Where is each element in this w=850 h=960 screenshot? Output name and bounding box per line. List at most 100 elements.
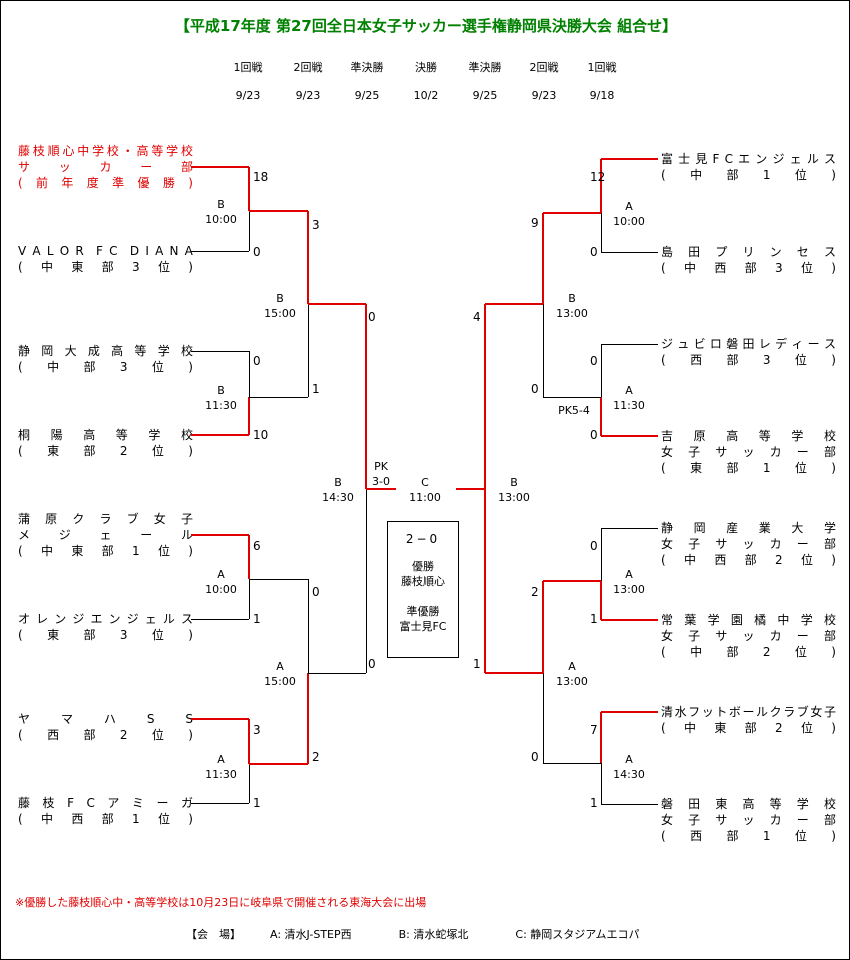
bracket-line bbox=[191, 534, 249, 536]
match-venue: A bbox=[276, 660, 284, 673]
bracket-line bbox=[542, 213, 544, 304]
match-time: 13:00 bbox=[613, 583, 645, 596]
bracket-line bbox=[191, 718, 249, 720]
match-venue: C bbox=[421, 476, 429, 489]
score-left-r3: 0 bbox=[368, 657, 376, 671]
bracket-line bbox=[601, 804, 658, 805]
round-name-1: 2回戦 bbox=[293, 61, 323, 74]
team-line: 蒲原クラブ女子 bbox=[18, 512, 193, 526]
match-time: 14:30 bbox=[613, 768, 645, 781]
match-venue: A bbox=[625, 384, 633, 397]
bracket-line bbox=[307, 673, 309, 764]
match-time: 10:00 bbox=[205, 213, 237, 226]
round-name-4: 準決勝 bbox=[468, 61, 502, 74]
venue-a: A: 清水J-STEP西 bbox=[270, 928, 352, 941]
bracket-line bbox=[248, 167, 250, 211]
round-name-5: 2回戦 bbox=[529, 61, 559, 74]
bracket-line bbox=[191, 619, 249, 620]
bracket-line bbox=[191, 803, 249, 804]
round-date-5: 9/23 bbox=[531, 89, 557, 102]
score-right-r1: 0 bbox=[590, 428, 598, 442]
score-right-r1: 0 bbox=[590, 539, 598, 553]
score-right-r1: 1 bbox=[590, 796, 598, 810]
score-right-r3: 1 bbox=[473, 657, 481, 671]
match-venue: B bbox=[334, 476, 342, 489]
bracket-line bbox=[248, 535, 250, 579]
bracket-line bbox=[601, 528, 602, 620]
bracket-line bbox=[601, 158, 658, 160]
team-line: 女子サッカー部 bbox=[661, 537, 836, 551]
score-right-r3: 4 bbox=[473, 310, 481, 324]
venue-label: 【会 場】 bbox=[186, 928, 241, 941]
bracket-line bbox=[485, 672, 543, 674]
score-right-r2: 2 bbox=[531, 585, 539, 599]
score-left-r2: 2 bbox=[312, 750, 320, 764]
score-left-r2: 1 bbox=[312, 382, 320, 396]
score-right-r1: 7 bbox=[590, 723, 598, 737]
team-line: 女子サッカー部 bbox=[661, 813, 836, 827]
team-line: 島田プリンセス bbox=[661, 245, 836, 259]
score-left-r1: 10 bbox=[253, 428, 269, 442]
bracket-line bbox=[543, 212, 601, 214]
bracket-line bbox=[601, 435, 658, 437]
bracket-line bbox=[366, 488, 396, 490]
score-left-r1: 18 bbox=[253, 170, 269, 184]
venue-b: B: 清水蛇塚北 bbox=[398, 928, 469, 941]
score-left-r2: 0 bbox=[312, 585, 320, 599]
score-left-r2: 3 bbox=[312, 218, 320, 232]
venue-c: C: 静岡スタジアムエコパ bbox=[515, 928, 640, 941]
runner-label: 準優勝 bbox=[406, 605, 440, 618]
match-venue: A bbox=[217, 568, 225, 581]
bracket-line bbox=[456, 488, 485, 490]
score-right-r2: 9 bbox=[531, 216, 539, 230]
team-line: (前年度準優勝) bbox=[18, 176, 193, 190]
bracket-line bbox=[249, 579, 308, 580]
team-line: サッカー部 bbox=[18, 160, 193, 174]
pk-right: PK5-4 bbox=[558, 404, 590, 417]
team-line: 静岡産業大学 bbox=[661, 521, 836, 535]
team-line: オレンジエンジェルス bbox=[18, 612, 193, 626]
team-line: 清水フットボールクラブ女子 bbox=[661, 705, 836, 719]
team-line: 吉原高等学校 bbox=[661, 429, 836, 443]
team-line: 女子サッカー部 bbox=[661, 629, 836, 643]
winner-name: 藤枝順心 bbox=[401, 575, 445, 588]
match-time: 10:00 bbox=[613, 215, 645, 228]
result-box: 2−0 優勝 藤枝順心 準優勝 富士見FC bbox=[387, 521, 459, 658]
bracket-line bbox=[543, 763, 601, 764]
bracket-line bbox=[307, 211, 309, 304]
team-line: メジェール bbox=[18, 528, 193, 542]
match-time: 11:30 bbox=[205, 399, 237, 412]
bracket-line bbox=[543, 580, 601, 582]
bracket-line bbox=[248, 719, 250, 764]
score-left-r1: 1 bbox=[253, 796, 261, 810]
score-left-r1: 0 bbox=[253, 245, 261, 259]
team-line: 常葉学園橘中学校 bbox=[661, 613, 836, 627]
bracket-line bbox=[601, 619, 658, 621]
round-date-2: 9/25 bbox=[354, 89, 380, 102]
